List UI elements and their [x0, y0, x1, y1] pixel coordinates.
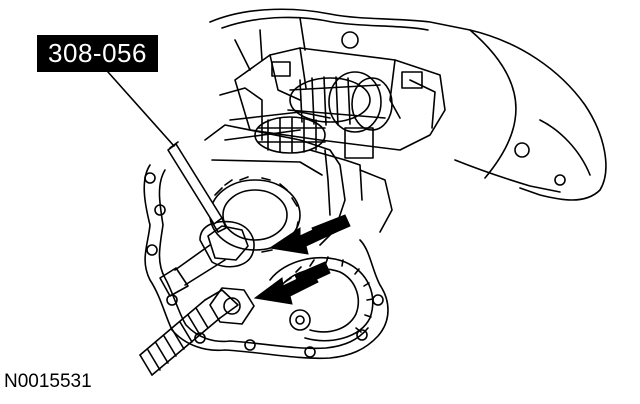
direction-arrows [253, 214, 351, 305]
lower-nut [209, 287, 255, 325]
transmission-case-rear [209, 8, 607, 201]
ring-gear [269, 256, 374, 342]
special-tool-308-056 [167, 141, 227, 233]
upper-shaft-nut [159, 220, 255, 297]
tool-number-label: 308-056 [37, 35, 158, 72]
input-gear [209, 176, 301, 253]
gear-cluster [224, 71, 393, 154]
output-shaft [139, 289, 239, 376]
front-case-flange [143, 164, 389, 360]
figure-id: N0015531 [4, 371, 92, 392]
tool-leader-line [107, 71, 175, 147]
upper-case [219, 47, 446, 151]
